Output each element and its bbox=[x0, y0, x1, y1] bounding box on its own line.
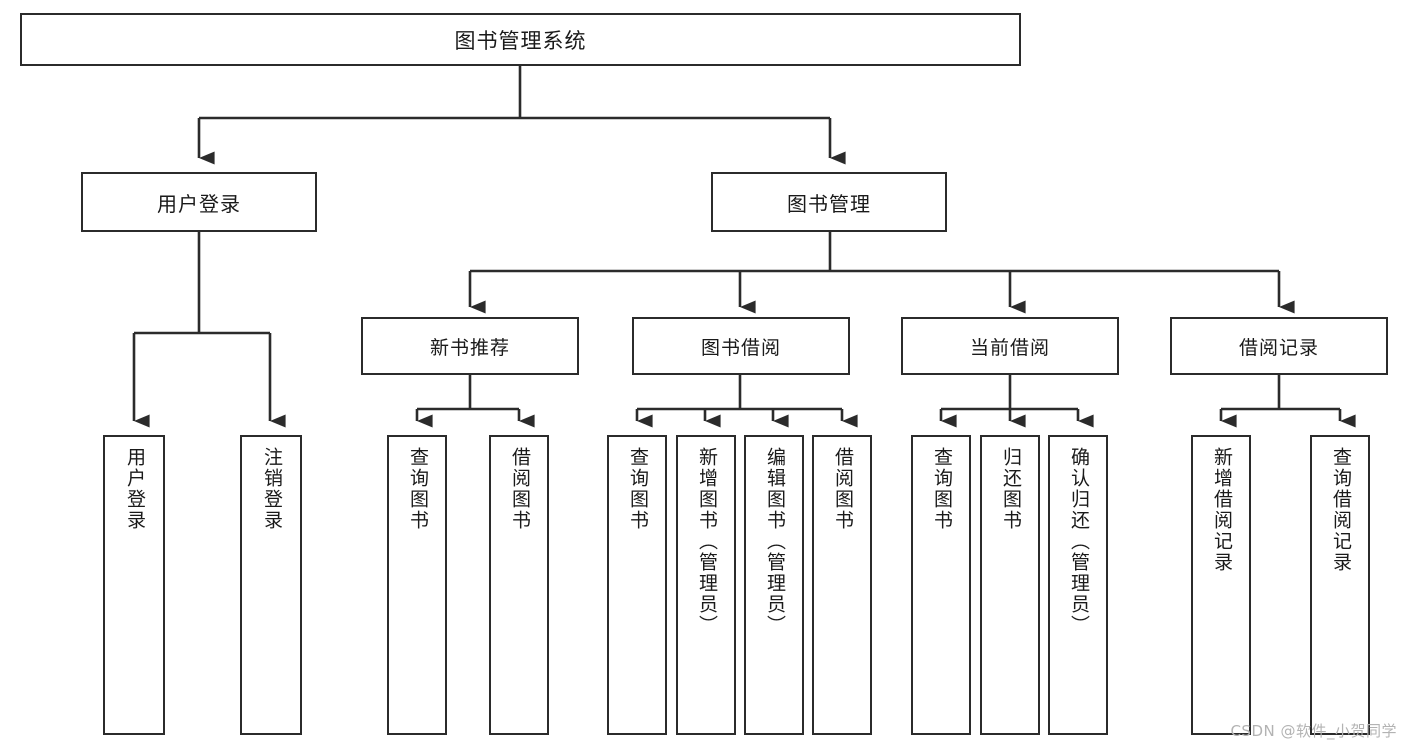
node-leaf-query-borrow-record-label: 查询借阅记录 bbox=[1329, 447, 1352, 573]
node-book-borrow-label: 图书借阅 bbox=[700, 336, 781, 359]
node-leaf-confirm-return-admin-label: 确认归还（管理员） bbox=[1067, 447, 1090, 636]
node-leaf-user-login-label: 用户登录 bbox=[123, 447, 146, 531]
edges-bookborrow-to-leaves bbox=[635, 375, 858, 428]
node-root-system[interactable]: 图书管理系统 bbox=[20, 13, 1021, 66]
node-leaf-edit-book-admin[interactable]: 编辑图书（管理员） bbox=[744, 435, 804, 735]
node-leaf-edit-book-admin-label: 编辑图书（管理员） bbox=[763, 447, 786, 636]
node-current-borrow-label: 当前借阅 bbox=[969, 336, 1050, 359]
node-book-management[interactable]: 图书管理 bbox=[711, 172, 947, 232]
node-leaf-confirm-return-admin[interactable]: 确认归还（管理员） bbox=[1048, 435, 1108, 735]
node-leaf-query-book-current[interactable]: 查询图书 bbox=[911, 435, 971, 735]
node-leaf-return-book-label: 归还图书 bbox=[999, 447, 1022, 531]
node-leaf-add-book-admin-label: 新增图书（管理员） bbox=[695, 447, 718, 636]
edges-root-to-level1 bbox=[197, 66, 846, 165]
node-leaf-query-book-borrow-label: 查询图书 bbox=[626, 447, 649, 531]
node-leaf-logout-label: 注销登录 bbox=[260, 447, 283, 531]
edges-currentborrow-to-leaves bbox=[939, 375, 1094, 428]
edges-bookmgmt-to-level2 bbox=[468, 232, 1295, 314]
node-borrow-records-label: 借阅记录 bbox=[1238, 336, 1319, 359]
node-book-borrow[interactable]: 图书借阅 bbox=[632, 317, 850, 375]
node-leaf-borrow-book[interactable]: 借阅图书 bbox=[812, 435, 872, 735]
node-user-login-label: 用户登录 bbox=[157, 191, 241, 216]
node-leaf-query-borrow-record[interactable]: 查询借阅记录 bbox=[1310, 435, 1370, 735]
node-leaf-add-book-admin[interactable]: 新增图书（管理员） bbox=[676, 435, 736, 735]
node-leaf-query-book-borrow[interactable]: 查询图书 bbox=[607, 435, 667, 735]
edges-records-to-leaves bbox=[1219, 375, 1356, 428]
node-leaf-add-borrow-record[interactable]: 新增借阅记录 bbox=[1191, 435, 1251, 735]
node-leaf-borrow-book-label: 借阅图书 bbox=[831, 447, 854, 531]
node-leaf-add-borrow-record-label: 新增借阅记录 bbox=[1210, 447, 1233, 573]
node-root-system-label: 图书管理系统 bbox=[454, 28, 587, 53]
node-leaf-borrow-book-recommend[interactable]: 借阅图书 bbox=[489, 435, 549, 735]
node-borrow-records[interactable]: 借阅记录 bbox=[1170, 317, 1388, 375]
node-leaf-return-book[interactable]: 归还图书 bbox=[980, 435, 1040, 735]
node-book-management-label: 图书管理 bbox=[787, 191, 871, 216]
node-user-login[interactable]: 用户登录 bbox=[81, 172, 317, 232]
node-leaf-borrow-book-recommend-label: 借阅图书 bbox=[508, 447, 531, 531]
node-leaf-query-book-recommend-label: 查询图书 bbox=[406, 447, 429, 531]
edges-userlogin-to-leaves bbox=[132, 232, 286, 428]
edges-newbook-to-leaves bbox=[415, 375, 535, 428]
node-current-borrow[interactable]: 当前借阅 bbox=[901, 317, 1119, 375]
node-leaf-user-login[interactable]: 用户登录 bbox=[103, 435, 165, 735]
node-leaf-logout[interactable]: 注销登录 bbox=[240, 435, 302, 735]
node-new-book-recommend[interactable]: 新书推荐 bbox=[361, 317, 579, 375]
node-new-book-recommend-label: 新书推荐 bbox=[429, 336, 510, 359]
node-leaf-query-book-current-label: 查询图书 bbox=[930, 447, 953, 531]
node-leaf-query-book-recommend[interactable]: 查询图书 bbox=[387, 435, 447, 735]
